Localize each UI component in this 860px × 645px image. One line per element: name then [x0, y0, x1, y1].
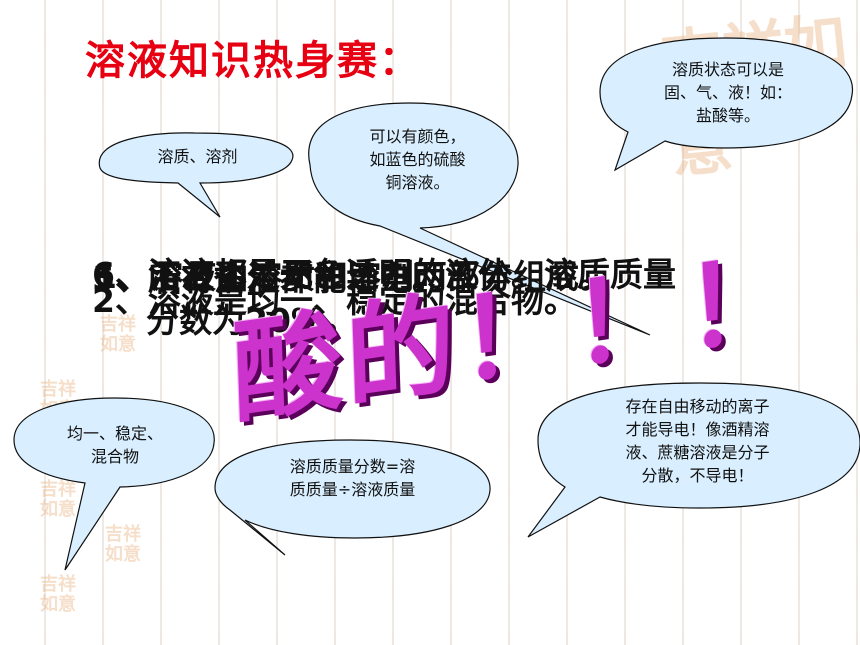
statement-1: 1、溶液由溶质和溶剂两部分组成。	[94, 257, 612, 296]
bubble-conductivity	[527, 382, 860, 538]
watermark-seal-small-4: 吉祥如意	[105, 524, 141, 565]
bubble-text-mass-fraction: 溶质质量分数=溶 质质量÷溶液质量	[289, 457, 416, 499]
bubble-text-solute-solvent: 溶质、溶剂	[157, 147, 238, 166]
bubble-properties	[13, 397, 215, 571]
statement-2: 2、溶液是均一、稳定的混合物。	[92, 281, 577, 320]
bubble-solute-solvent	[98, 132, 294, 218]
bubble-text-state: 溶质状态可以是 固、气、液！如： 盐酸等。	[663, 60, 792, 125]
watermark-seal-small-1: 吉祥如意	[100, 314, 136, 355]
watermark-seal-small-3: 吉祥如意	[40, 479, 76, 520]
statement-5: 5、所有溶液都能导电。	[92, 259, 445, 298]
statement-6: 6、溶液都是无色透明的液体。溶质质量	[92, 255, 676, 294]
bubble-text-conductivity: 存在自由移动的离子 才能导电！像酒精溶 液、蔗糖溶液是分子 分散，不导电！	[625, 397, 770, 485]
page-title: 溶液知识热身赛：	[85, 38, 421, 84]
bubble-mass-fraction	[214, 439, 491, 556]
bubble-state	[599, 37, 854, 172]
statement-6-continued: 分数为20%。	[146, 301, 357, 340]
bubble-text-color: 可以有颜色， 如蓝色的硫酸 铜溶液。	[369, 127, 466, 192]
watermark-seal-small-5: 吉祥如意	[40, 574, 76, 615]
bubble-color	[308, 102, 651, 336]
bubble-text-properties: 均一、稳定、 混合物	[66, 424, 163, 466]
